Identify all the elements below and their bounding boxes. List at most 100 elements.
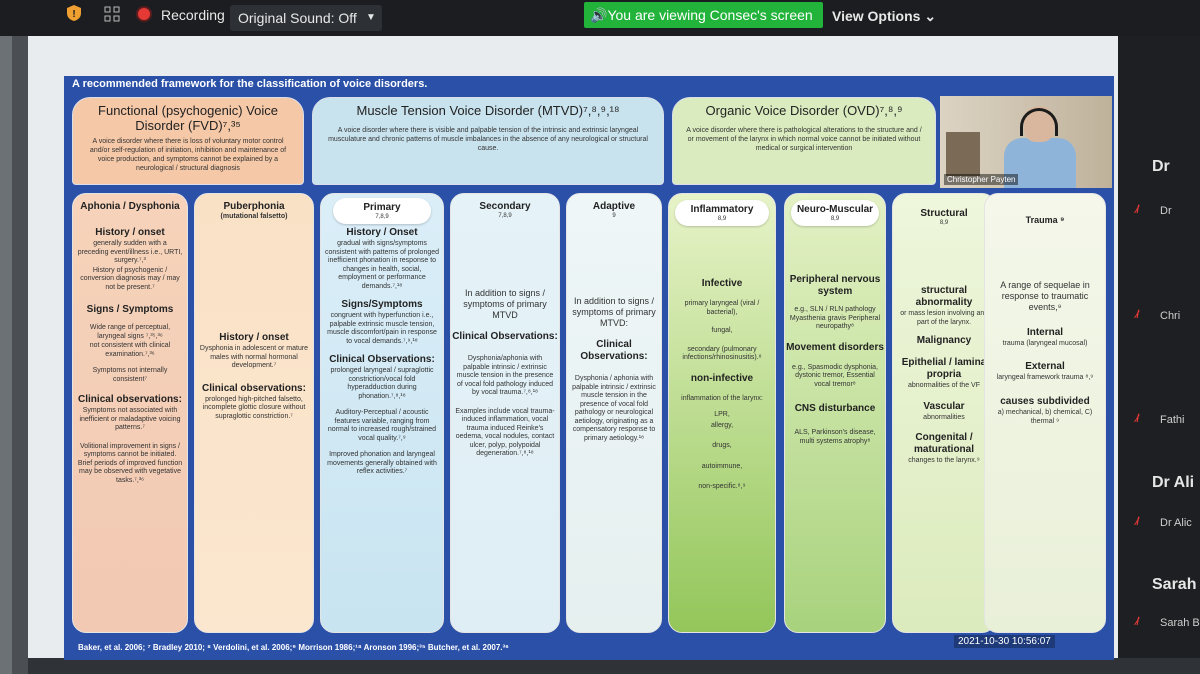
subheading: Clinical Observations: bbox=[580, 339, 648, 362]
column-primary: Primary 7,8,9 History / Onset gradual wi… bbox=[320, 193, 444, 633]
participant-row[interactable]: Dr Alic bbox=[1160, 517, 1192, 529]
body-text: prolonged high-pitched falsetto, incompl… bbox=[202, 395, 306, 420]
body-text: abnormalities of the VF bbox=[908, 382, 980, 389]
column-heading: Inflammatory bbox=[690, 204, 754, 215]
column-subheading: 7,8,9 bbox=[498, 213, 512, 219]
slide-title: A recommended framework for the classifi… bbox=[72, 78, 428, 90]
body-text: non-specific.⁸,⁹ bbox=[698, 483, 746, 490]
body-text: generally sudden with a preceding event/… bbox=[77, 240, 183, 264]
column-heading: Structural bbox=[920, 208, 968, 219]
column-heading: Adaptive bbox=[592, 201, 636, 212]
column-aphonia: Aphonia / Dysphonia History / onset gene… bbox=[72, 193, 188, 633]
body-text: secondary (pulmonary infections/rhinosin… bbox=[682, 345, 762, 362]
participant-name: Dr bbox=[1152, 158, 1170, 175]
subheading: Congenital / maturational bbox=[913, 432, 974, 455]
column-heading: Aphonia / Dysphonia bbox=[80, 201, 180, 212]
subheading: Clinical Observations: bbox=[329, 354, 435, 365]
body-text: laryngeal framework trauma ⁸,⁹ bbox=[996, 373, 1094, 381]
column-heading: Secondary bbox=[479, 201, 531, 212]
column-heading: Puberphonia bbox=[223, 201, 285, 212]
subheading: Infective bbox=[701, 278, 743, 289]
mic-muted-icon: ⁄̸ bbox=[1136, 413, 1138, 425]
participant-row[interactable]: Chri bbox=[1160, 310, 1181, 322]
column-adaptive: Adaptive 9 In addition to signs / sympto… bbox=[566, 193, 662, 633]
subheading: causes subdivided bbox=[1000, 396, 1090, 407]
subheading: Malignancy bbox=[916, 335, 972, 346]
body-text: inflammation of the larynx: bbox=[681, 394, 763, 402]
column-structural: Structural 8,9 structural abnormality or… bbox=[892, 193, 996, 633]
recording-label: Recording bbox=[161, 7, 225, 23]
video-shelf bbox=[946, 132, 980, 176]
body-text: Examples include vocal trauma-induced in… bbox=[455, 407, 555, 458]
original-sound-button[interactable]: Original Sound: Off bbox=[230, 5, 365, 31]
column-neuromuscular: Neuro-Muscular 8,9 Peripheral nervous sy… bbox=[784, 193, 886, 633]
viewing-screen-banner: 🔊You are viewing Consec's screen bbox=[584, 2, 823, 28]
speaker-icon: 🔊 bbox=[590, 7, 608, 23]
body-text: Symptoms not associated with inefficient… bbox=[79, 407, 181, 431]
subheading: Signs / Symptoms bbox=[86, 304, 174, 315]
headset-icon bbox=[1020, 108, 1058, 136]
body-text: Improved phonation and laryngeal movemen… bbox=[327, 451, 437, 475]
meeting-toolbar: ! Recording Original Sound: Off ▼ 🔊You a… bbox=[0, 0, 1200, 36]
subheading: History / onset bbox=[95, 227, 165, 238]
column-subheading: 9 bbox=[612, 213, 616, 219]
body-text: Dysphonia / aphonia with palpable intrin… bbox=[572, 375, 656, 442]
body-text: allergy, bbox=[710, 421, 734, 429]
body-text: History of psychogenic / conversion diag… bbox=[80, 266, 180, 291]
speaker-video[interactable]: Christopher Payten bbox=[940, 96, 1112, 188]
group-description: A voice disorder where there is loss of … bbox=[89, 138, 287, 172]
subheading: structural abnormality bbox=[915, 285, 973, 308]
column-trauma: Trauma ⁹ A range of sequelae in response… bbox=[984, 193, 1106, 633]
participant-row[interactable]: Fathi bbox=[1160, 414, 1185, 426]
body-text: changes to the larynx.⁹ bbox=[908, 457, 980, 464]
participant-name: Sarah bbox=[1152, 576, 1197, 593]
participant-row[interactable]: Dr bbox=[1160, 205, 1172, 217]
recording-icon bbox=[138, 8, 150, 20]
body-text: trauma (laryngeal mucosal) bbox=[1002, 340, 1088, 347]
body-text: congruent with hyperfunction i.e., palpa… bbox=[327, 312, 437, 345]
mic-muted-icon: ⁄̸ bbox=[1136, 309, 1138, 321]
column-puberphonia: Puberphonia (mutational falsetto) Histor… bbox=[194, 193, 314, 633]
participant-name: Dr Ali bbox=[1152, 474, 1195, 491]
video-name-label: Christopher Payten bbox=[944, 174, 1019, 185]
participant-panel bbox=[1118, 36, 1200, 658]
column-subheading: 8,9 bbox=[939, 220, 949, 226]
body-text: fungal, bbox=[711, 327, 733, 334]
shield-icon[interactable]: ! bbox=[66, 4, 82, 22]
subheading: Internal bbox=[1026, 327, 1064, 338]
body-text: abnormalities bbox=[923, 413, 965, 421]
body-text: Wide range of perceptual, laryngeal sign… bbox=[89, 324, 171, 340]
column-heading: Neuro-Muscular bbox=[796, 204, 874, 215]
subheading: Clinical observations: bbox=[78, 394, 182, 405]
body-text: In addition to signs / symptoms of prima… bbox=[572, 296, 656, 328]
subheading: Clinical Observations: bbox=[452, 331, 558, 342]
group-heading: Functional (psychogenic) Voice Disorder … bbox=[98, 103, 278, 133]
column-heading: Primary bbox=[363, 202, 401, 213]
subheading: Peripheral nervous system bbox=[789, 274, 881, 297]
column-heading: Trauma ⁹ bbox=[1025, 215, 1065, 225]
participant-row[interactable]: Sarah B bbox=[1160, 617, 1200, 629]
svg-text:!: ! bbox=[72, 9, 75, 20]
body-text: LPR, bbox=[714, 411, 730, 418]
body-text: In addition to signs / symptoms of prima… bbox=[463, 288, 547, 320]
view-options-button[interactable]: View Options ⌄ bbox=[832, 8, 937, 24]
body-text: primary laryngeal (viral / bacterial), bbox=[684, 300, 760, 316]
grid-icon[interactable] bbox=[104, 6, 120, 22]
body-text: drugs, bbox=[712, 442, 732, 449]
group-description: A voice disorder where there is visible … bbox=[328, 127, 648, 152]
body-text: Symptoms not internally consistent⁷ bbox=[92, 367, 168, 383]
chevron-down-icon[interactable]: ▼ bbox=[360, 5, 382, 31]
group-heading: Muscle Tension Voice Disorder (MTVD)⁷,⁸,… bbox=[356, 103, 620, 118]
column-subheading: 8,9 bbox=[717, 216, 727, 222]
body-text: A range of sequelae in response to traum… bbox=[1000, 280, 1090, 312]
group-description: A voice disorder where there is patholog… bbox=[686, 127, 922, 152]
group-ovd: Organic Voice Disorder (OVD)⁷,⁸,⁹ A voic… bbox=[672, 97, 936, 185]
subheading: non-infective bbox=[690, 372, 754, 384]
body-text: ALS, Parkinson's disease, multi systems … bbox=[794, 429, 876, 445]
group-mtvd: Muscle Tension Voice Disorder (MTVD)⁷,⁸,… bbox=[312, 97, 664, 185]
mic-muted-icon: ⁄̸ bbox=[1136, 204, 1138, 216]
subheading: History / onset bbox=[219, 332, 289, 343]
body-text: gradual with signs/symptoms consistent w… bbox=[325, 240, 440, 290]
group-fvd: Functional (psychogenic) Voice Disorder … bbox=[72, 97, 304, 185]
body-text: a) mechanical, b) chemical, C) thermal ⁹ bbox=[997, 409, 1093, 425]
